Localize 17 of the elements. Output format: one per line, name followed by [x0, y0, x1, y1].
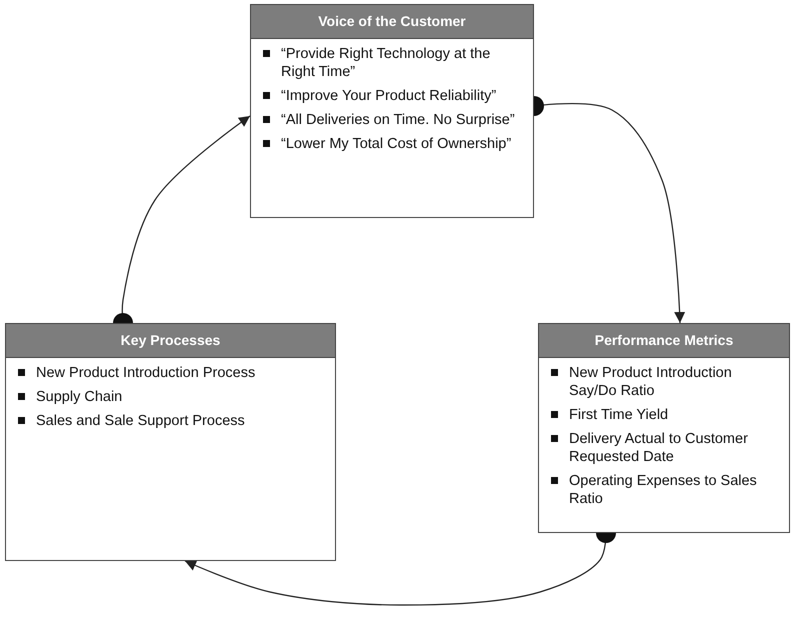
bullet-item: “Lower My Total Cost of Ownership” — [281, 135, 512, 153]
bullet-item: Sales and Sale Support Process — [36, 412, 246, 430]
bullet-item: “All Deliveries on Time. No Surprise” — [281, 111, 516, 129]
bullet-item: “Provide Right Technology at the Right Time” — [281, 45, 492, 81]
box-heading: Key Processes — [6, 324, 335, 358]
bullet-item: New Product Introduction Say/Do Ratio — [569, 364, 733, 400]
bullet-item: New Product Introduction Process — [36, 364, 256, 382]
list-box — [5, 323, 336, 561]
list-box — [538, 323, 790, 533]
box-heading: Performance Metrics — [539, 324, 789, 358]
list-box — [250, 4, 534, 218]
bullet-item: First Time Yield — [569, 406, 670, 424]
bullet-item: Supply Chain — [36, 388, 124, 406]
bullet-item: “Improve Your Product Reliability” — [281, 87, 498, 105]
bullet-item: Operating Expenses to Sales Ratio — [569, 472, 758, 508]
bullet-item: Delivery Actual to Customer Requested Date — [569, 430, 749, 466]
box-heading: Voice of the Customer — [251, 5, 533, 39]
